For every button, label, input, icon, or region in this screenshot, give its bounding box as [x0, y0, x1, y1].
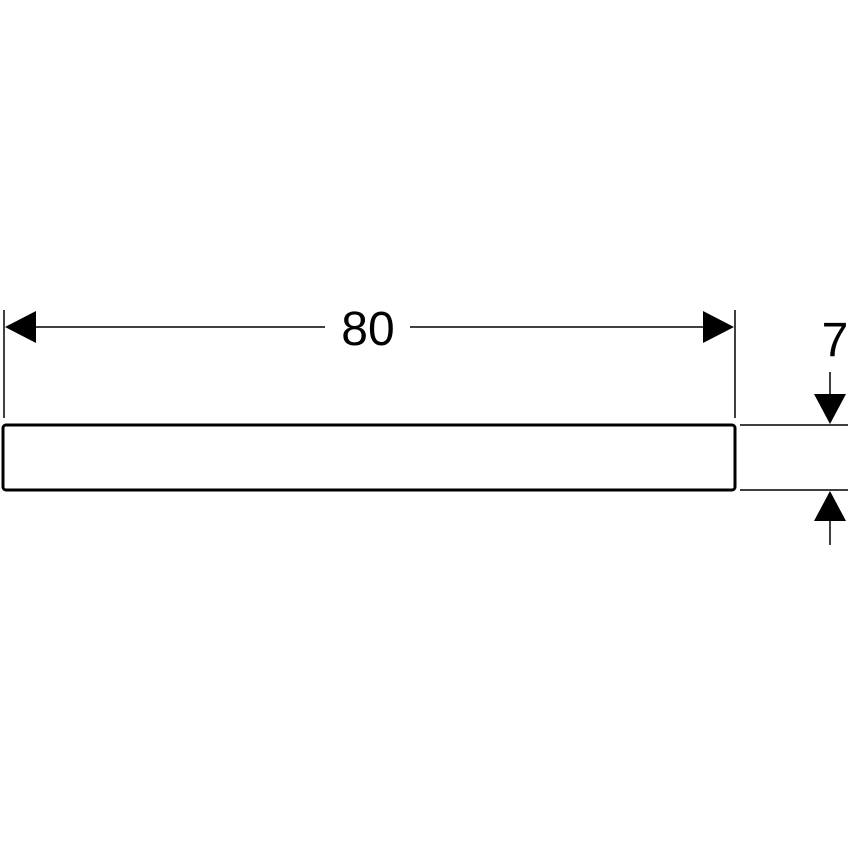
width-arrow-left: [5, 311, 36, 343]
height-arrow-bottom: [814, 491, 846, 521]
height-arrow-top: [814, 394, 846, 424]
width-dimension-label: 80: [341, 303, 394, 356]
panel-outline: [1, 423, 737, 492]
width-arrow-right: [703, 311, 734, 343]
height-dimension-label: 7: [822, 314, 849, 367]
